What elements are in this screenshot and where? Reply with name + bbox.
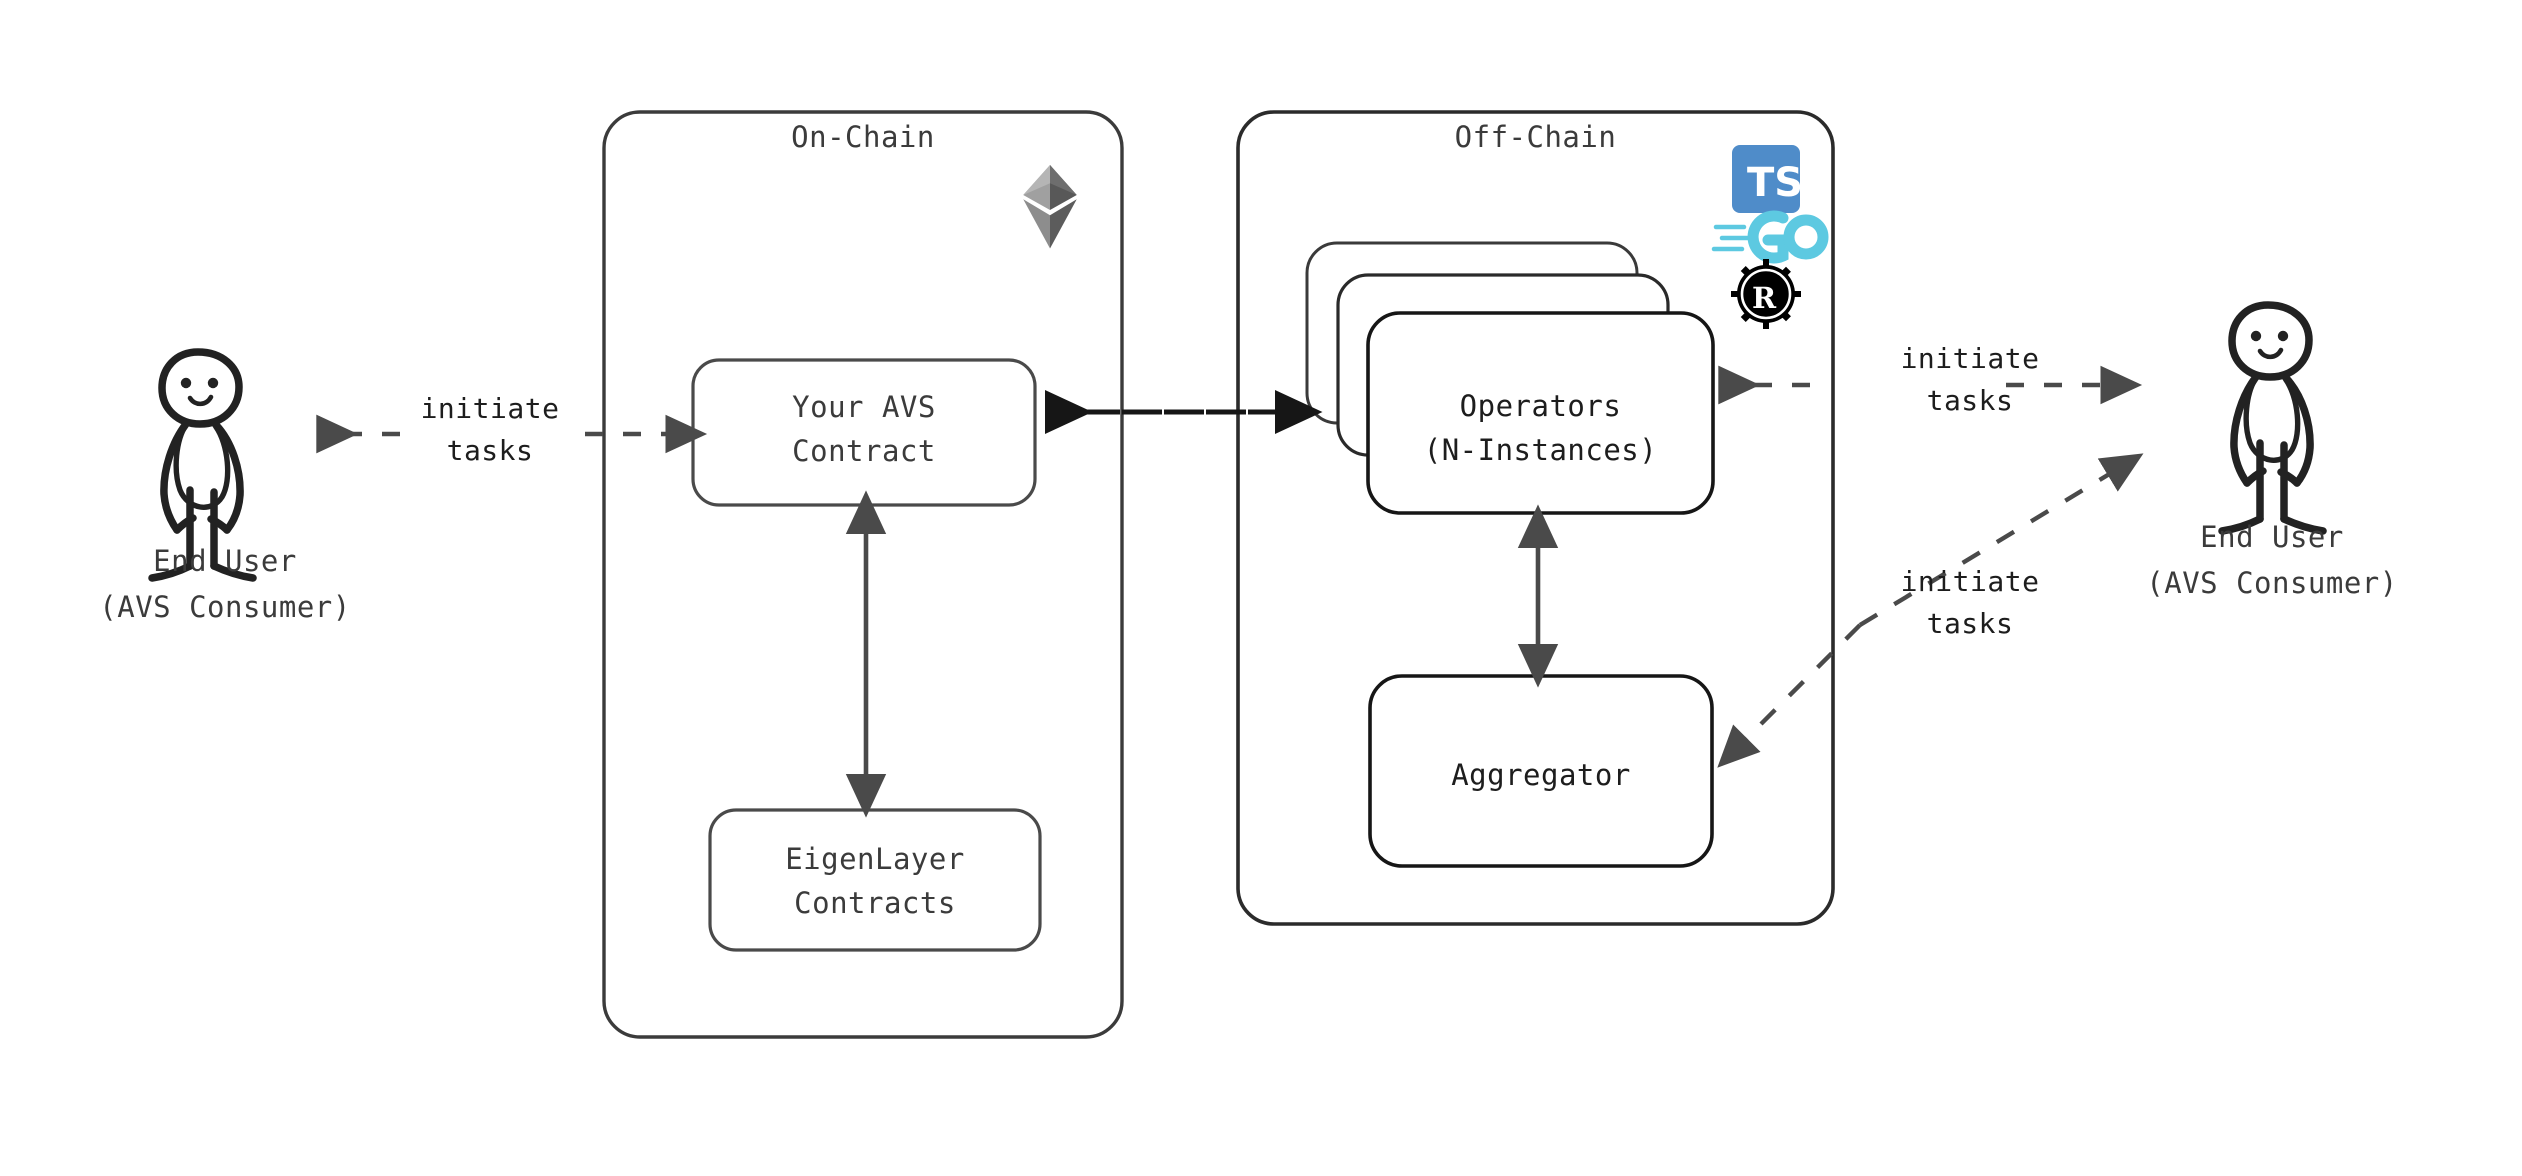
panel-off-chain (1236, 110, 1835, 926)
edge-aggregator-to-right-user (1717, 453, 2144, 768)
actor-label-end-user-right-line1: End User (2200, 520, 2344, 554)
node-label-operators-line2: (N-Instances) (1423, 433, 1658, 467)
avatar-end-user-right (2218, 301, 2327, 535)
svg-text:R: R (1752, 281, 1777, 315)
edge-label-operators-to-right-user-line1: initiate (1900, 342, 2040, 375)
edge-label-aggregator-to-right-user-line2: tasks (1926, 607, 2014, 640)
actor-label-end-user-left-line1: End User (153, 544, 297, 578)
edge-label-left-user-to-avs-line1: initiate (420, 392, 560, 425)
edge-label-aggregator-to-right-user-line1: initiate (1900, 565, 2040, 598)
rust-logo: R (1731, 259, 1801, 329)
actor-label-end-user-right-line2: (AVS Consumer) (2146, 566, 2398, 600)
edge-label-left-user-to-avs-line2: tasks (446, 434, 534, 467)
ethereum-logo (1023, 165, 1077, 249)
panel-on-chain (602, 110, 1124, 1039)
actor-label-end-user-left-line2: (AVS Consumer) (99, 590, 351, 624)
edge-label-operators-to-right-user-line2: tasks (1926, 384, 2014, 417)
node-label-operators-line1: Operators (1459, 389, 1622, 423)
go-logo (1711, 210, 1829, 264)
node-label-your-avs-contract-line2: Contract (792, 434, 936, 468)
node-label-aggregator: Aggregator (1451, 758, 1631, 792)
node-operators[interactable] (1305, 241, 1715, 515)
typescript-logo: TS (1732, 145, 1803, 213)
node-label-your-avs-contract-line1: Your AVS (792, 390, 936, 424)
panel-title-on-chain: On-Chain (791, 120, 935, 154)
avatar-end-user-left (148, 348, 257, 582)
svg-text:TS: TS (1747, 160, 1803, 206)
node-label-eigenlayer-contracts-line1: EigenLayer (785, 842, 965, 876)
panel-title-off-chain: Off-Chain (1454, 120, 1617, 154)
node-label-eigenlayer-contracts-line2: Contracts (794, 886, 956, 920)
